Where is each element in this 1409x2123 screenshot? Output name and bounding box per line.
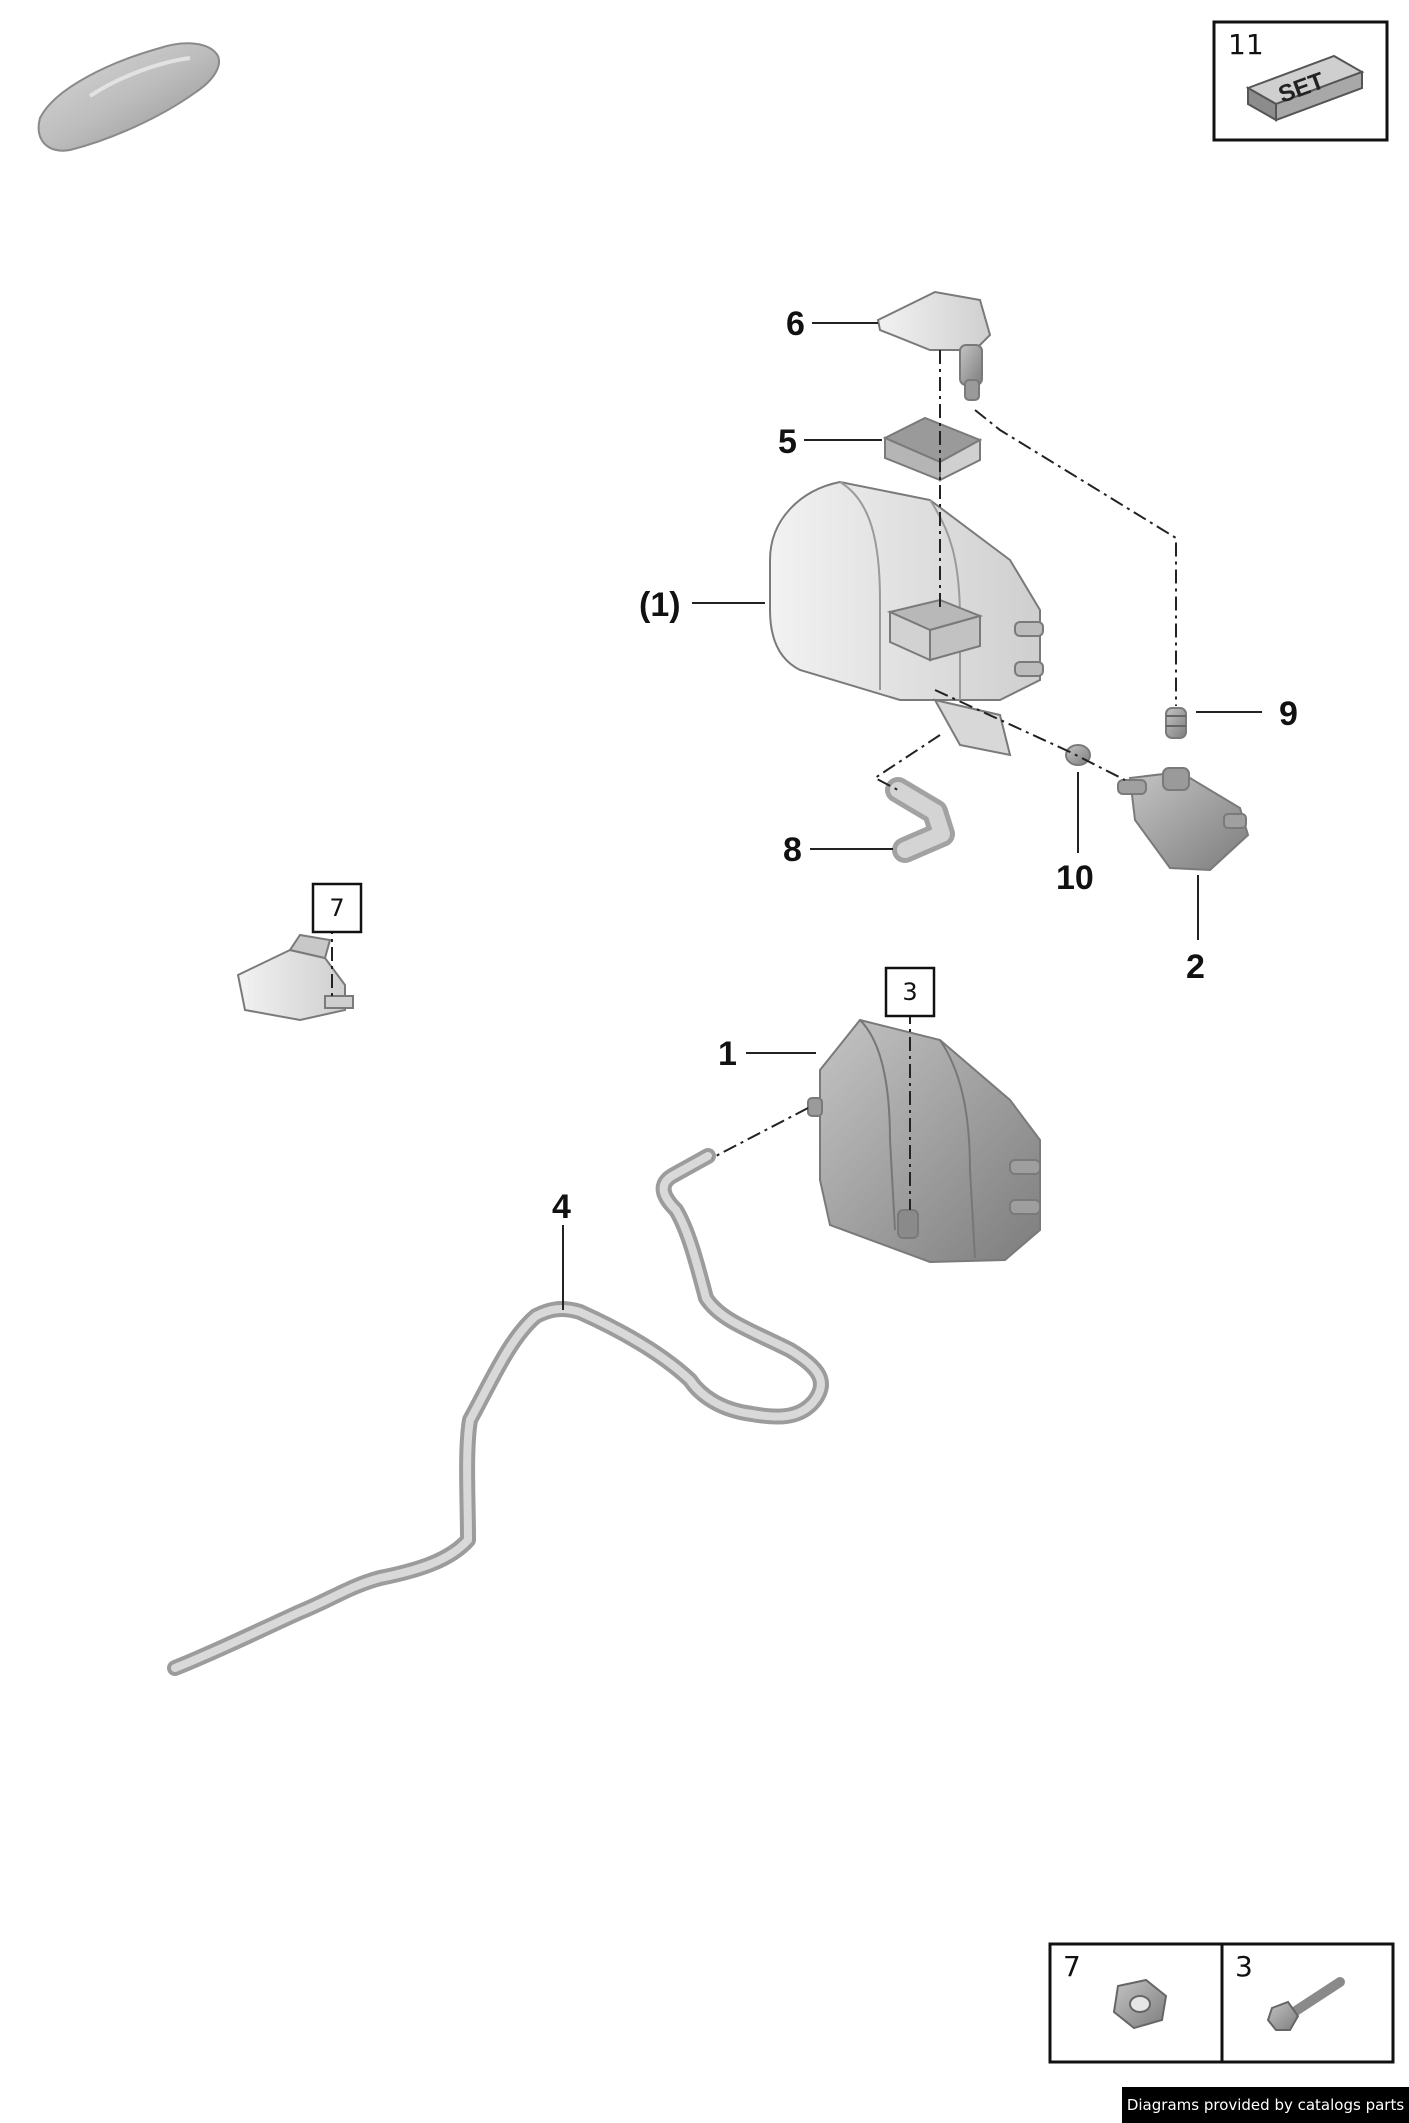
- part-bracket-module: [236, 933, 354, 1022]
- callout-9: 9: [1279, 695, 1298, 733]
- hardware-legend: 7 3: [1048, 1942, 1395, 2064]
- callout-6: 6: [786, 305, 805, 343]
- part-1-canister-exploded: [769, 480, 1044, 757]
- callout-8: 8: [783, 831, 802, 869]
- part-10-seal: [1065, 744, 1091, 766]
- part-9-grommet: [1165, 707, 1187, 739]
- part-5-filter: [882, 416, 983, 482]
- legend-number-nut: 7: [1063, 1950, 1081, 1983]
- callout-2: 2: [1186, 948, 1205, 986]
- callout-1: 1: [718, 1035, 737, 1073]
- callout-10: 10: [1056, 859, 1094, 897]
- callout-4: 4: [552, 1188, 571, 1226]
- leader-lines: [562, 322, 1262, 1310]
- boxed-ref-3-number: 3: [902, 978, 917, 1006]
- part-8-elbow-hose: [885, 777, 955, 863]
- part-6-cover: [876, 290, 992, 401]
- set-block-icon: SET: [1245, 54, 1365, 122]
- legend-number-bolt: 3: [1235, 1950, 1253, 1983]
- boxed-ref-7-number: 7: [329, 894, 344, 922]
- bolt-icon: [1266, 1977, 1345, 2031]
- part-4-hose: [167, 1148, 829, 1676]
- callout-5: 5: [778, 423, 797, 461]
- assembly-lines: [331, 350, 1177, 1210]
- part-1-canister: [807, 1018, 1041, 1264]
- set-box-number: 11: [1228, 28, 1264, 61]
- boxed-ref-3: 3: [884, 966, 936, 1018]
- vehicle-silhouette-icon: [37, 42, 220, 152]
- set-box: 11 SET: [1212, 20, 1389, 142]
- boxed-ref-7: 7: [311, 882, 363, 934]
- callout-paren-1: (1): [639, 586, 681, 624]
- part-2-valve: [1117, 767, 1250, 872]
- nut-icon: [1112, 1978, 1168, 2030]
- credit-banner: Diagrams provided by catalogs parts: [1122, 2087, 1409, 2123]
